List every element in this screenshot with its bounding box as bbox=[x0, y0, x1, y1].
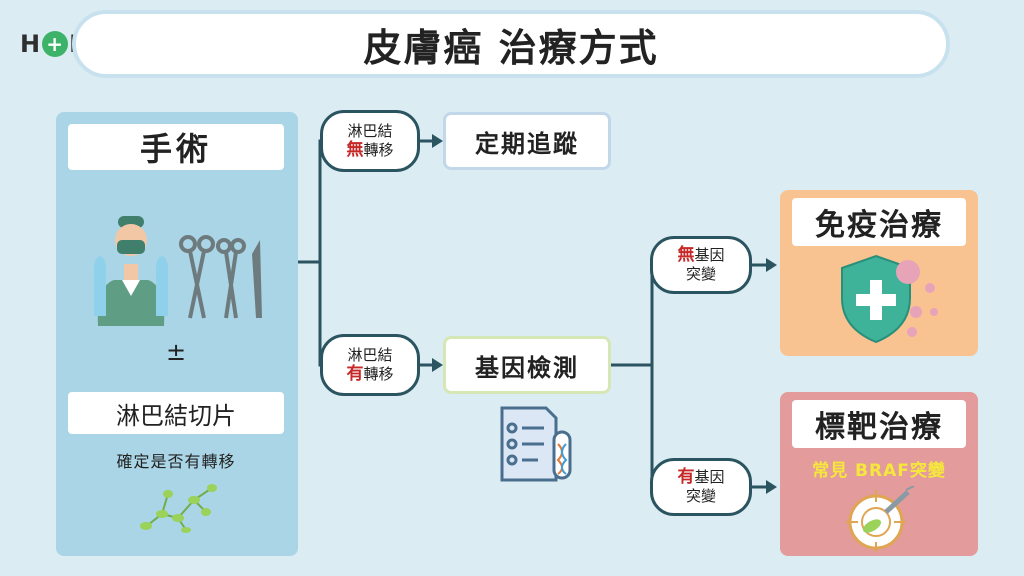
pill-line1: 無基因 bbox=[677, 246, 724, 265]
highlight-no: 無 bbox=[677, 245, 695, 265]
pill-rest: 基因 bbox=[694, 468, 725, 486]
pill-line1: 有基因 bbox=[677, 468, 724, 487]
pill-no-mutation: 無基因 突變 bbox=[650, 236, 752, 294]
pill-line2: 突變 bbox=[685, 487, 716, 505]
pill-line2: 無轉移 bbox=[346, 141, 393, 160]
page-title: 皮膚癌 治療方式 bbox=[72, 10, 950, 78]
pill-metastasis: 淋巴結 有轉移 bbox=[320, 334, 420, 396]
pill-no-metastasis: 淋巴結 無轉移 bbox=[320, 110, 420, 172]
pill-rest: 轉移 bbox=[363, 141, 394, 159]
logo-cross-icon: + bbox=[42, 31, 69, 57]
highlight-yes: 有 bbox=[677, 467, 695, 487]
logo-text-h: H bbox=[20, 30, 42, 58]
highlight-yes: 有 bbox=[346, 364, 364, 384]
pill-rest: 轉移 bbox=[363, 365, 394, 383]
follow-up-box: 定期追蹤 bbox=[443, 112, 611, 170]
immunotherapy-label: 免疫治療 bbox=[792, 198, 966, 246]
surgery-label: 手術 bbox=[68, 124, 284, 170]
biopsy-note: 確定是否有轉移 bbox=[116, 452, 236, 471]
target-syringe-icon bbox=[846, 486, 915, 552]
braf-note: 常見 BRAF突變 bbox=[812, 461, 946, 481]
pill-mutation: 有基因 突變 bbox=[650, 458, 752, 516]
biopsy-label: 淋巴結切片 bbox=[68, 392, 284, 434]
pill-line2: 有轉移 bbox=[346, 365, 393, 384]
targeted-therapy-label: 標靶治療 bbox=[792, 400, 966, 448]
lab-report-icon bbox=[500, 406, 572, 482]
plus-minus-sign: ± bbox=[165, 338, 187, 366]
surgeon-icon bbox=[94, 216, 168, 326]
pill-line2: 突變 bbox=[685, 265, 716, 283]
pill-line1: 淋巴結 bbox=[347, 122, 393, 140]
surgical-tools-icon bbox=[179, 235, 262, 319]
pill-rest: 基因 bbox=[694, 246, 725, 264]
shield-virus-icon bbox=[841, 254, 938, 344]
highlight-no: 無 bbox=[346, 140, 364, 160]
surgery-panel bbox=[56, 112, 298, 556]
lymph-nodes-icon bbox=[140, 484, 217, 533]
pill-line1: 淋巴結 bbox=[347, 346, 393, 364]
gene-test-box: 基因檢測 bbox=[443, 336, 611, 394]
